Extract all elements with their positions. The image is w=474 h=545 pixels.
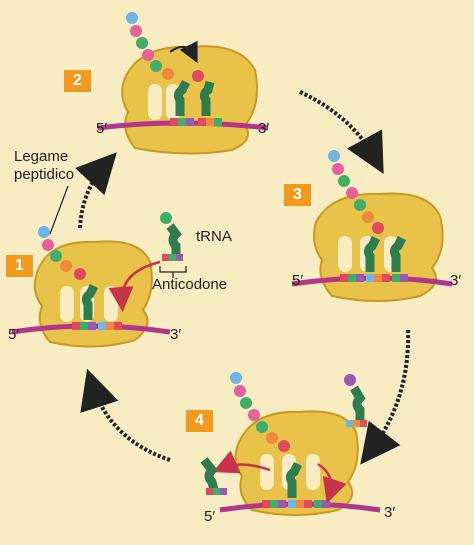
three-prime-end-1: 3′ <box>170 326 182 343</box>
peptide-chain-step-3 <box>328 150 384 234</box>
trna-p-site <box>173 79 191 116</box>
new-incoming-trna <box>344 374 367 427</box>
three-prime-end-2: 3′ <box>258 120 270 137</box>
translocation-arrow <box>212 450 271 474</box>
ribosome-step-1 <box>11 240 171 348</box>
trna-entry-arrow <box>108 260 161 312</box>
peptide-transfer-arrow <box>169 40 198 64</box>
trna-label: tRNA <box>196 228 232 245</box>
exiting-trna <box>200 457 227 495</box>
cycle-arrow-1-to-2 <box>75 152 117 229</box>
five-prime-end-1: 5′ <box>8 326 20 343</box>
ribosome-step-2 <box>97 40 269 155</box>
five-prime-end-3: 5′ <box>292 272 304 289</box>
peptide-chain-step-1 <box>38 226 86 280</box>
step-badge-3: 3 <box>284 184 311 206</box>
peptide-bond-label-line1: Legame <box>14 148 69 165</box>
codon-blocks <box>170 118 222 126</box>
codon-blocks <box>262 500 330 508</box>
anticodon-label: Anticodone <box>152 276 228 293</box>
anticodon-bracket <box>159 266 187 278</box>
translocation-arrow <box>317 462 347 504</box>
step-badge-2: 2 <box>64 70 91 92</box>
cycle-arrow-3-to-4 <box>360 329 411 465</box>
peptide-chain-step-4 <box>230 372 290 452</box>
trna-p-site <box>81 283 99 320</box>
three-prime-end-4: 3′ <box>384 504 396 521</box>
three-prime-end-3: 3′ <box>450 272 462 289</box>
five-prime-end-4: 5′ <box>204 508 216 525</box>
trna-p-site <box>363 235 381 272</box>
incoming-trna <box>108 212 187 312</box>
peptide-bond-label-line2: peptidico <box>14 166 75 183</box>
trna-a-site <box>389 235 407 272</box>
ribosome-step-3 <box>291 192 453 302</box>
peptide-bond-pointer <box>49 185 69 235</box>
trna-p-site <box>285 461 303 498</box>
step-badge-4: 4 <box>186 410 213 432</box>
trna-a-site <box>199 80 215 116</box>
peptide-chain-step-2 <box>126 12 204 82</box>
step-badge-1: 1 <box>6 255 33 277</box>
cycle-arrow-2-to-3 <box>299 90 384 175</box>
cycle-arrow-4-to-1 <box>80 368 171 462</box>
five-prime-end-2: 5′ <box>96 120 108 137</box>
codon-blocks <box>340 274 408 282</box>
codon-blocks <box>72 322 122 330</box>
